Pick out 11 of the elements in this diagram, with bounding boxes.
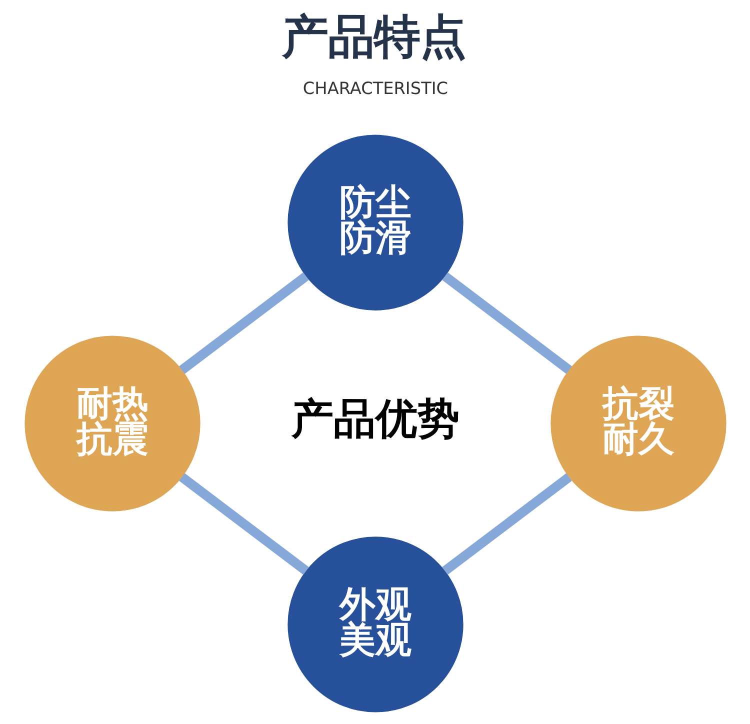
diagram-title: 产品特点 [281, 9, 466, 64]
node-circle: 外观 美观 [287, 536, 463, 712]
node-circle: 耐热 抗震 [24, 336, 200, 512]
connector [442, 272, 572, 374]
label: 产品优势 [290, 394, 459, 444]
node-circle: 抗裂 耐久 [550, 336, 726, 512]
node-circle: 防尘 防滑 [287, 134, 463, 310]
connector [178, 272, 308, 374]
label: CHARACTERISTIC [302, 78, 448, 98]
connector [442, 473, 572, 575]
connector [178, 473, 308, 575]
